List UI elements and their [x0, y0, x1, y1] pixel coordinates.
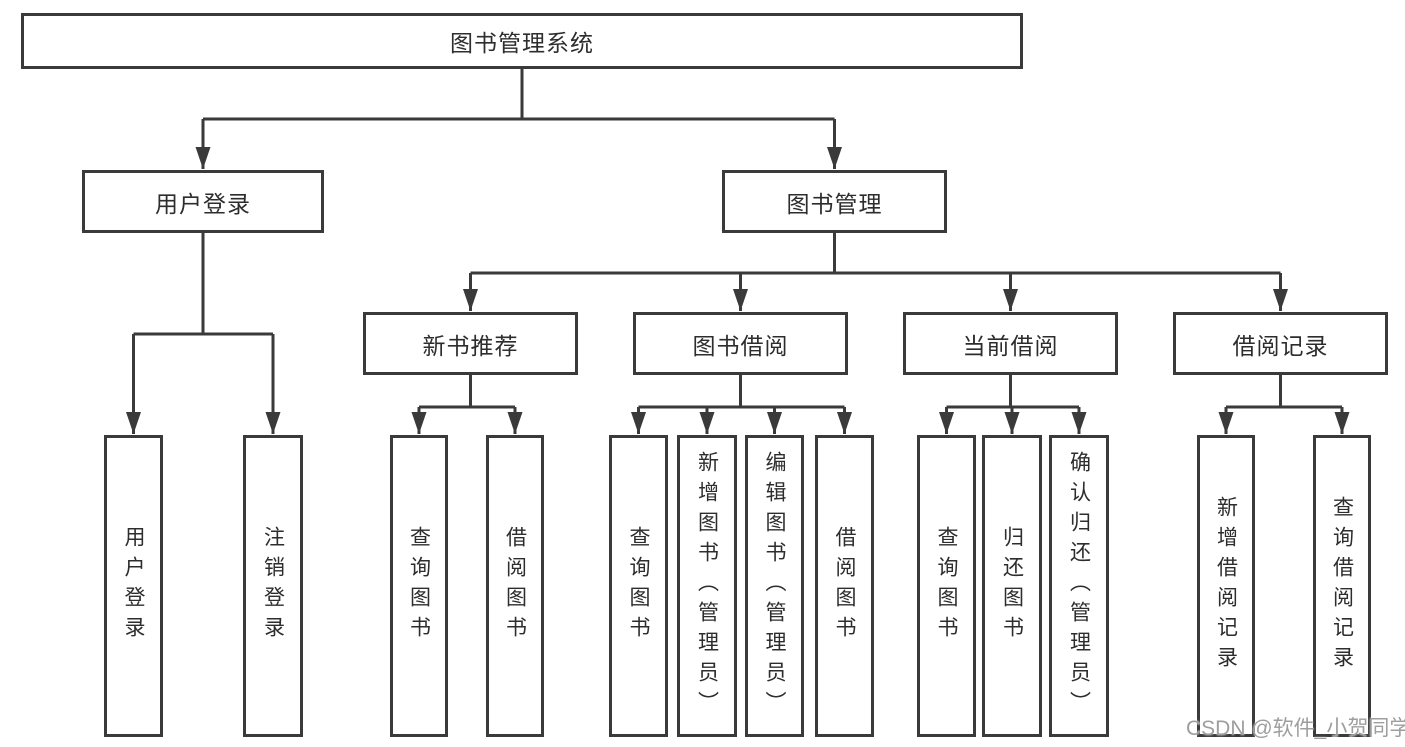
node-label: 借阅图书: [833, 526, 856, 646]
node-label: 借阅图书: [503, 526, 527, 646]
node-leaf-add-record: 新增借阅记录: [1197, 435, 1255, 737]
node-leaf-query-book-2: 查询图书: [609, 435, 668, 737]
node-root: 图书管理系统: [21, 13, 1023, 69]
node-label: 用户登录: [122, 526, 145, 646]
node-user-login: 用户登录: [82, 170, 324, 233]
node-leaf-confirm-return: 确认归还（管理员）: [1049, 435, 1109, 737]
node-leaf-logout: 注销登录: [243, 435, 303, 737]
node-book-borrow: 图书借阅: [633, 312, 848, 375]
node-label: 归还图书: [1000, 526, 1024, 646]
node-leaf-add-book: 新增图书（管理员）: [677, 435, 737, 737]
node-label: 图书借阅: [692, 332, 789, 359]
node-label: 用户登录: [155, 190, 251, 217]
node-label: 当前借阅: [962, 332, 1059, 359]
node-leaf-query-book-1: 查询图书: [390, 435, 448, 737]
node-book-mgmt: 图书管理: [722, 170, 947, 233]
node-label: 查询借阅记录: [1330, 496, 1354, 676]
node-label: 借阅记录: [1232, 332, 1329, 359]
node-label: 编辑图书（管理员）: [763, 451, 786, 721]
node-leaf-user-login: 用户登录: [104, 435, 163, 737]
node-label: 查询图书: [627, 526, 650, 646]
node-borrow-records: 借阅记录: [1173, 312, 1388, 375]
watermark: CSDN @软件_小贺同学: [1186, 717, 1405, 740]
node-label: 查询图书: [407, 526, 431, 646]
node-label: 确认归还（管理员）: [1067, 451, 1091, 721]
node-label: 新增借阅记录: [1214, 496, 1238, 676]
node-label: 新书推荐: [422, 332, 519, 359]
node-label: 查询图书: [935, 526, 958, 646]
node-label: 图书管理系统: [450, 30, 594, 56]
node-label: 新增图书（管理员）: [695, 451, 719, 721]
node-leaf-query-book-3: 查询图书: [917, 435, 976, 737]
node-leaf-query-record: 查询借阅记录: [1313, 435, 1371, 737]
node-leaf-edit-book: 编辑图书（管理员）: [745, 435, 804, 737]
node-label: 图书管理: [786, 190, 883, 217]
node-current-borrow: 当前借阅: [903, 312, 1118, 375]
node-leaf-return-book: 归还图书: [982, 435, 1042, 737]
node-new-book-rec: 新书推荐: [363, 312, 578, 375]
node-leaf-borrow-book-2: 借阅图书: [815, 435, 874, 737]
node-leaf-borrow-book-1: 借阅图书: [486, 435, 544, 737]
node-label: 注销登录: [261, 526, 285, 646]
